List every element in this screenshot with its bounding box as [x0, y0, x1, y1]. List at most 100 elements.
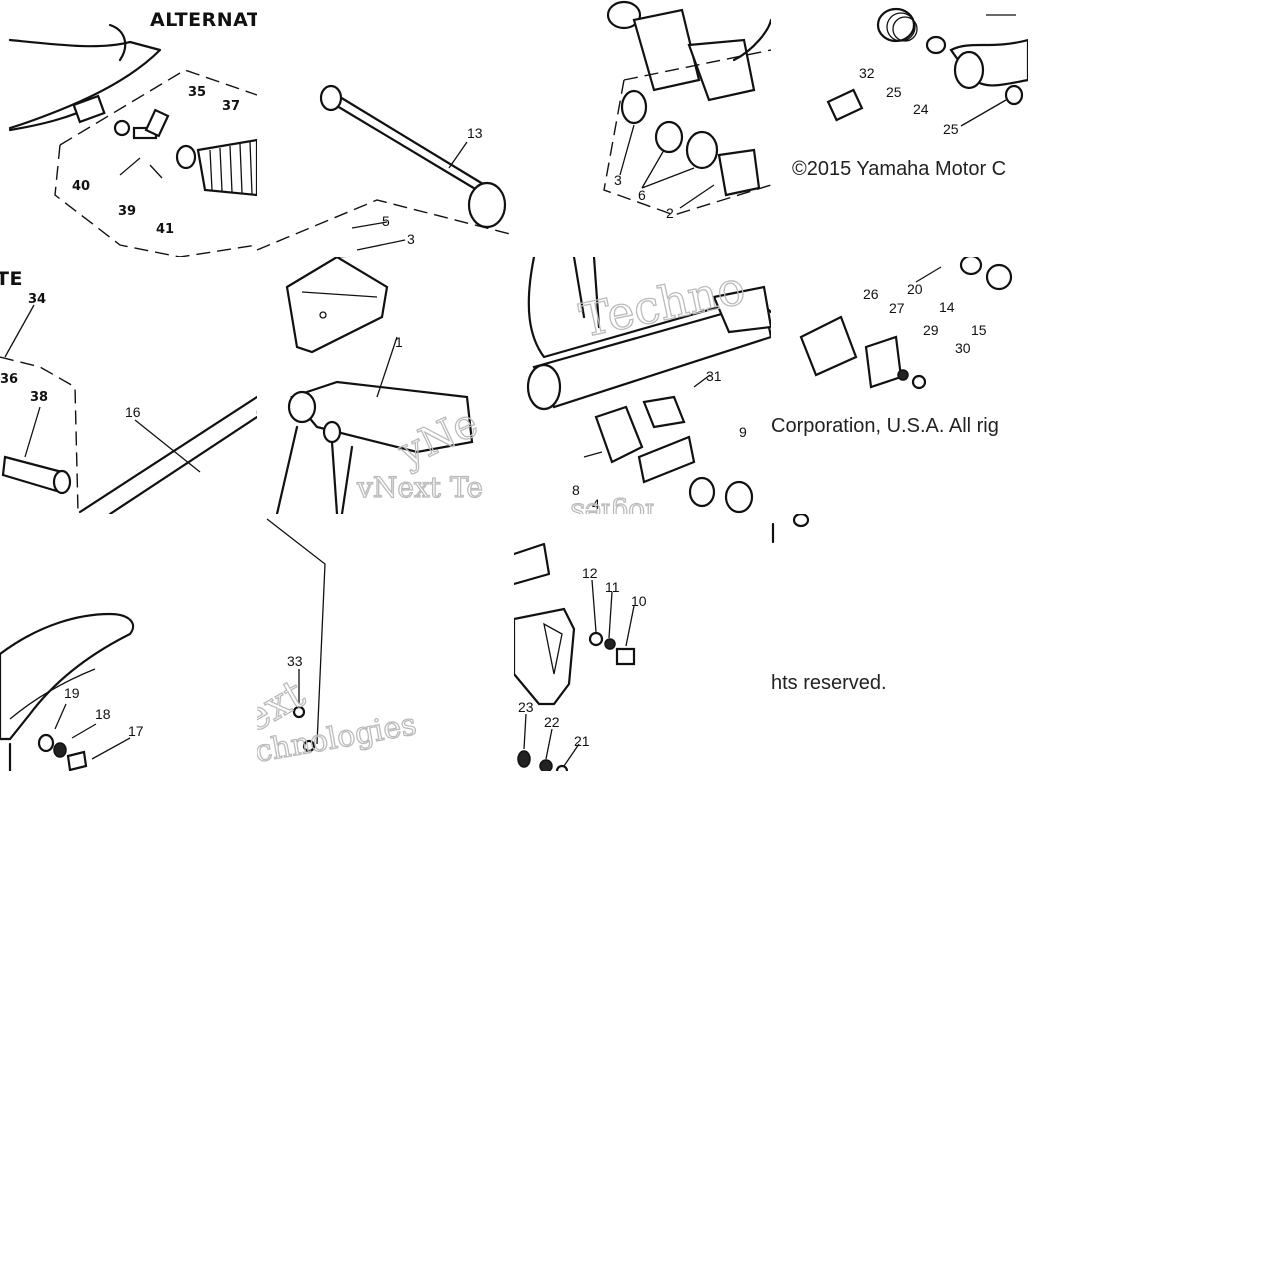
svg-text:39: 39	[118, 204, 136, 219]
spring-23	[517, 750, 531, 768]
footpeg-rubber	[196, 138, 257, 197]
svg-text:16: 16	[125, 404, 141, 420]
frame-rail-16	[78, 395, 257, 514]
svg-text:26: 26	[863, 286, 879, 302]
frame-rail	[8, 38, 162, 130]
watermark-text: vNext Te	[356, 471, 483, 504]
svg-text:10: 10	[631, 593, 647, 609]
svg-text:36: 36	[0, 372, 18, 387]
svg-text:30: 30	[955, 340, 971, 356]
copyright-line-2: Corporation, U.S.A. All rig	[771, 415, 999, 437]
washer-14	[959, 257, 983, 276]
svg-text:20: 20	[907, 281, 923, 297]
svg-text:17: 17	[128, 723, 144, 739]
seal-part	[467, 181, 507, 229]
tile-alternate-footrest: ALTERNAT 35 37 40 39 41	[0, 0, 257, 257]
svg-text:2: 2	[762, 257, 770, 258]
washer-40	[113, 119, 131, 137]
tile-chain-guard: 1 vNext Te yNe	[257, 257, 514, 514]
nut-30	[911, 374, 927, 390]
tile-plate: 20 14 15 26 27 29 30 Corporation, U.S.A.…	[771, 257, 1028, 514]
nut-21	[555, 764, 569, 771]
washer-25b	[1004, 84, 1024, 106]
tile-footpeg-alt: TE 34 36 38 16 6	[0, 257, 257, 514]
tile-spring-arm: 32 25 24 25 ©2015 Yamaha Motor C	[771, 0, 1028, 257]
svg-text:12: 12	[582, 565, 598, 581]
tile-swing-arm: 31 8 4 2 Techno logies	[514, 257, 771, 514]
mounting-bracket	[514, 607, 576, 706]
svg-text:38: 38	[30, 390, 48, 405]
svg-text:21: 21	[574, 733, 590, 749]
bolt-31	[642, 395, 686, 429]
svg-text:8: 8	[572, 482, 580, 498]
pivot-shaft-13	[325, 98, 479, 192]
svg-text:29: 29	[923, 322, 939, 338]
bushing-part	[687, 38, 756, 102]
group-boundary	[54, 69, 257, 257]
heading-alternate-cut: TE	[0, 268, 23, 290]
washer-29	[897, 369, 909, 381]
svg-text:27: 27	[889, 300, 905, 316]
collar-25	[925, 35, 947, 55]
collar-3	[620, 89, 648, 125]
washer-6b	[685, 130, 719, 170]
collar-4	[637, 435, 696, 484]
svg-text:34: 34	[28, 292, 46, 307]
heading-alternate: ALTERNAT	[150, 9, 257, 31]
collar-2b	[717, 148, 761, 197]
bushing-8	[594, 405, 644, 464]
tile-copyright: hts reserved.	[771, 514, 1028, 771]
plate-27	[864, 335, 903, 389]
svg-text:3: 3	[407, 231, 415, 247]
torsion-spring-32	[876, 7, 918, 43]
svg-text:24: 24	[913, 101, 929, 117]
svg-text:18: 18	[95, 706, 111, 722]
svg-text:22: 22	[544, 714, 560, 730]
svg-text:11: 11	[605, 579, 620, 595]
bolt-17	[66, 750, 88, 771]
svg-text:2: 2	[666, 205, 674, 221]
spring-41	[149, 164, 163, 179]
svg-text:25: 25	[886, 84, 902, 100]
svg-text:6: 6	[256, 404, 257, 420]
chain-guard-4	[285, 257, 389, 354]
svg-text:9: 9	[739, 424, 747, 440]
svg-text:5: 5	[382, 213, 390, 229]
tile-bracket: 12 11 10 23 22 21	[514, 514, 771, 771]
svg-text:40: 40	[72, 179, 90, 194]
svg-text:25: 25	[943, 121, 959, 137]
tile-bushings: 3 6 2	[514, 0, 771, 257]
washer-22	[539, 759, 553, 771]
bolt-33	[292, 705, 306, 719]
frame-tube	[527, 257, 771, 359]
svg-text:14: 14	[939, 299, 955, 315]
cover-26	[799, 315, 858, 377]
watermark-text: logies	[570, 497, 654, 514]
svg-text:13: 13	[467, 125, 483, 141]
tile-fender: 19 18 17	[0, 514, 257, 771]
svg-text:6: 6	[638, 187, 646, 203]
svg-text:35: 35	[188, 85, 206, 100]
washer-19	[37, 733, 55, 753]
svg-text:15: 15	[971, 322, 987, 338]
svg-text:3: 3	[614, 172, 622, 188]
svg-text:23: 23	[518, 699, 534, 715]
svg-text:32: 32	[859, 65, 875, 81]
svg-text:41: 41	[156, 222, 174, 237]
nut-15	[985, 263, 1013, 291]
bolt-10	[615, 647, 636, 666]
washer-11	[604, 638, 616, 650]
swingarm-1	[290, 380, 474, 454]
copyright-line-1: ©2015 Yamaha Motor C	[792, 158, 1007, 180]
tile-callout-9: 9	[736, 418, 766, 442]
svg-text:1: 1	[395, 334, 403, 350]
pin-39	[119, 157, 141, 176]
tile-bolt-33: 33 ext chnologies	[257, 514, 514, 771]
washer-18	[53, 742, 67, 758]
svg-text:19: 19	[64, 685, 80, 701]
collar-2	[632, 8, 701, 92]
chain-case	[0, 612, 135, 741]
copyright-line-3: hts reserved.	[771, 672, 887, 694]
plate-part	[826, 88, 864, 122]
